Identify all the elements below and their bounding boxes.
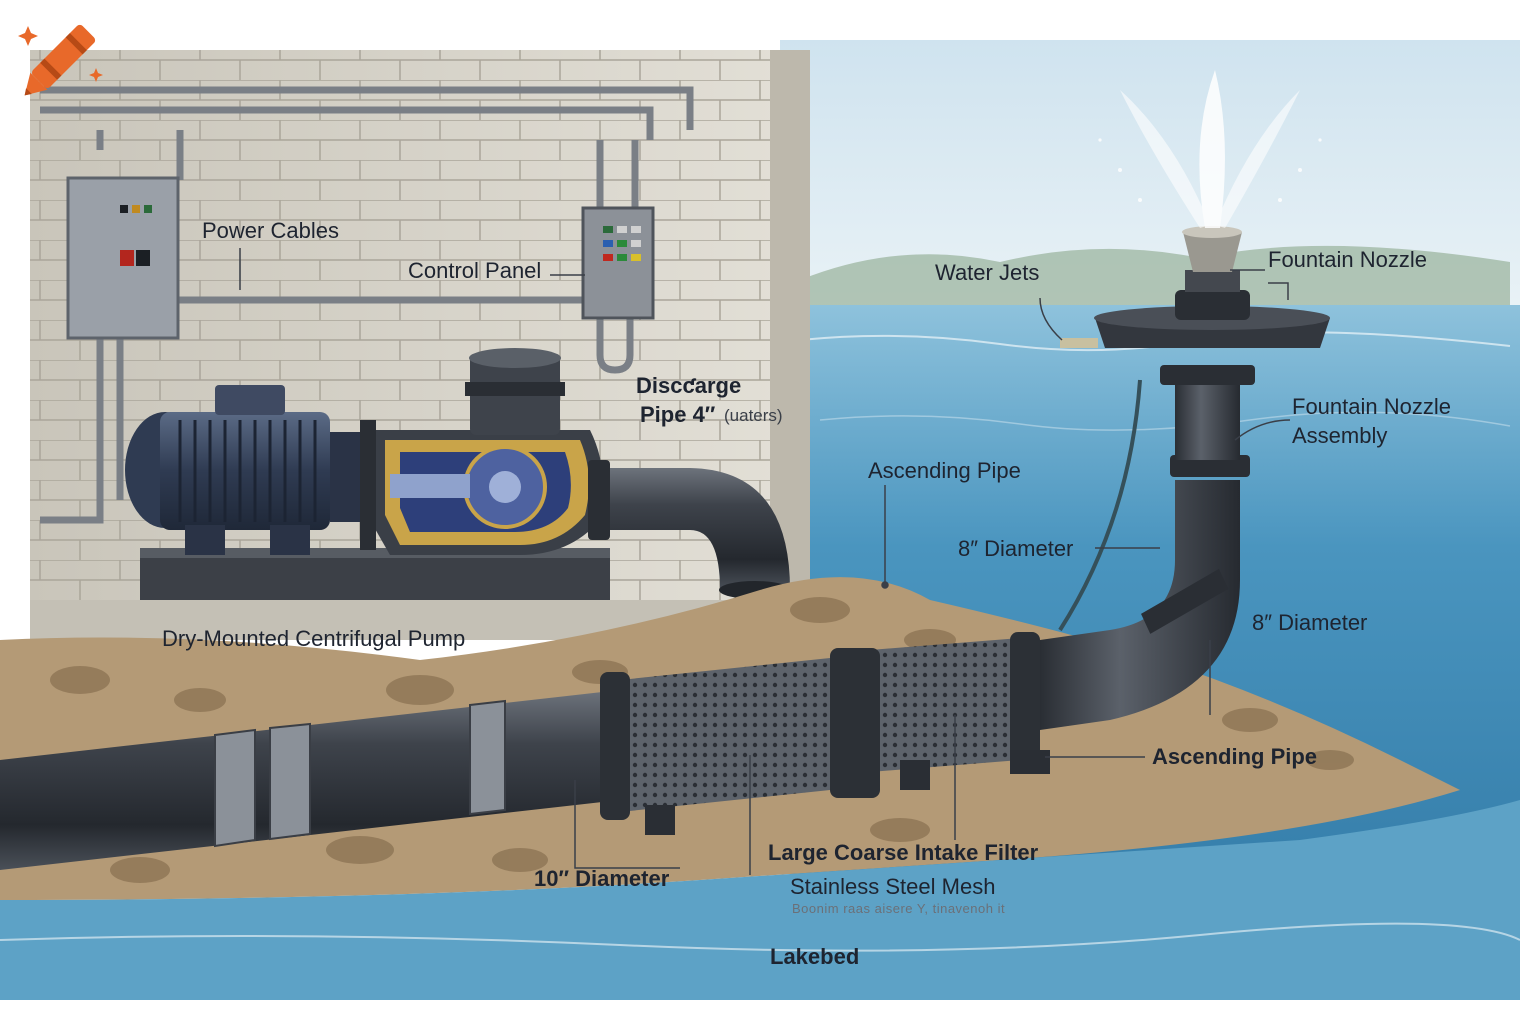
foreground-water xyxy=(0,800,1520,1000)
label-fountain-nozzle: Fountain Nozzle xyxy=(1268,247,1427,272)
label-fountain-nozzle-assembly-line1: Fountain Nozzle xyxy=(1292,394,1451,419)
control-panel-box xyxy=(581,206,655,320)
hose-line xyxy=(1058,379,1142,632)
fountain-nozzle-head xyxy=(1060,226,1330,348)
label-ascending-pipe-upper: Ascending Pipe xyxy=(868,458,1021,483)
label-power-cables: Power Cables xyxy=(202,218,339,243)
label-ascending-pipe-lower: Ascending Pipe xyxy=(1152,744,1318,769)
intake-filter xyxy=(600,632,1040,835)
label-discharge-pipe-line2: Pipe 4″ xyxy=(640,402,716,427)
label-discharge-pipe-line1: Discƈarge xyxy=(636,373,742,398)
label-8in-diameter-left: 8″ Diameter xyxy=(958,536,1074,561)
water-spray xyxy=(1098,70,1322,228)
label-10in-diameter: 10″ Diameter xyxy=(534,866,670,891)
intake-pipe xyxy=(0,690,620,870)
label-lakebed: Lakebed xyxy=(770,944,860,969)
wall-conduits xyxy=(40,86,694,524)
label-8in-diameter-right: 8″ Diameter xyxy=(1252,610,1368,635)
label-fountain-nozzle-assembly-line2: Assembly xyxy=(1292,423,1388,448)
label-discharge-pipe-note: (uaters) xyxy=(724,406,783,425)
pump-volute xyxy=(360,348,604,555)
label-dry-mounted-pump: Dry-Mounted Centrifugal Pump xyxy=(162,626,466,651)
far-shore-trees xyxy=(800,245,1510,312)
electrical-box xyxy=(66,176,180,340)
pump-skid xyxy=(140,555,610,600)
label-garbled-note: Boonim raas aisere Y, tinavenoh it xyxy=(792,901,1006,916)
ascending-pipe xyxy=(1010,365,1255,774)
label-intake-filter: Large Coarse Intake Filter xyxy=(768,840,1039,865)
crayon-logo-icon xyxy=(18,24,103,96)
leader-lines xyxy=(239,248,1291,875)
label-water-jets: Water Jets xyxy=(935,260,1040,285)
label-stainless-mesh: Stainless Steel Mesh xyxy=(790,874,996,899)
label-control-panel: Control Panel xyxy=(408,258,542,283)
